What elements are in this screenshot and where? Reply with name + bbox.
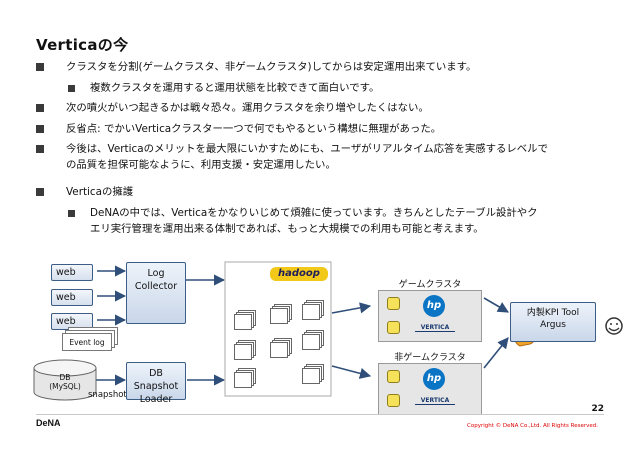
slide-title: Verticaの今 (36, 36, 129, 54)
bullet-marker (36, 125, 44, 133)
page-number: 22 (591, 404, 604, 414)
footer-bar (36, 414, 604, 430)
hp-logo: hp (423, 368, 445, 390)
file-block-icon (234, 314, 252, 330)
file-block-icon (302, 304, 320, 320)
web-server-box: web (51, 264, 93, 281)
smiley-icon (605, 317, 623, 335)
file-block-icon (234, 344, 252, 360)
copyright-text: Copyright © DeNA Co.,Ltd. All Rights Res… (467, 423, 598, 429)
game-cluster-label: ゲームクラスタ (398, 280, 462, 290)
file-block-icon (270, 342, 288, 358)
file-block-icon (234, 372, 252, 388)
vertica-logo: VERTICA (415, 324, 455, 332)
hadoop-logo: hadoop (270, 267, 328, 281)
bullet-marker (68, 210, 75, 217)
bullet-marker (36, 63, 44, 71)
file-block-icon (270, 308, 288, 324)
node-icon (387, 297, 400, 310)
game-cluster-server: hp VERTICA (378, 290, 482, 342)
node-icon (387, 321, 400, 334)
non-game-cluster-label: 非ゲームクラスタ (394, 353, 466, 363)
file-block-icon (302, 334, 320, 350)
bullet-marker (36, 188, 44, 196)
web-server-box: web (51, 289, 93, 306)
web-server-box: web (51, 313, 93, 330)
hadoop-file-blocks (230, 284, 330, 392)
dena-logo: DeNA (36, 418, 61, 428)
event-log-doc: Event log (62, 333, 112, 351)
snapshot-label: snapshot (88, 390, 127, 400)
node-icon (387, 370, 400, 383)
vertica-logo: VERTICA (415, 397, 455, 405)
db-snapshot-loader-box: DB Snapshot Loader (126, 362, 186, 405)
log-collector-box: Log Collector (126, 262, 186, 324)
bullet-marker (36, 145, 44, 153)
file-block-icon (302, 368, 320, 384)
bullet-marker (68, 85, 75, 92)
node-icon (387, 394, 400, 407)
db-label: DB (MySQL) (49, 373, 81, 391)
hp-logo: hp (423, 295, 445, 317)
kpi-tool-argus-box: 内製KPI Tool Argus (510, 302, 596, 342)
non-game-cluster-server: hp VERTICA (378, 363, 482, 415)
hadoop-logo-text: hadoop (278, 268, 320, 279)
bullet-marker (36, 104, 44, 112)
